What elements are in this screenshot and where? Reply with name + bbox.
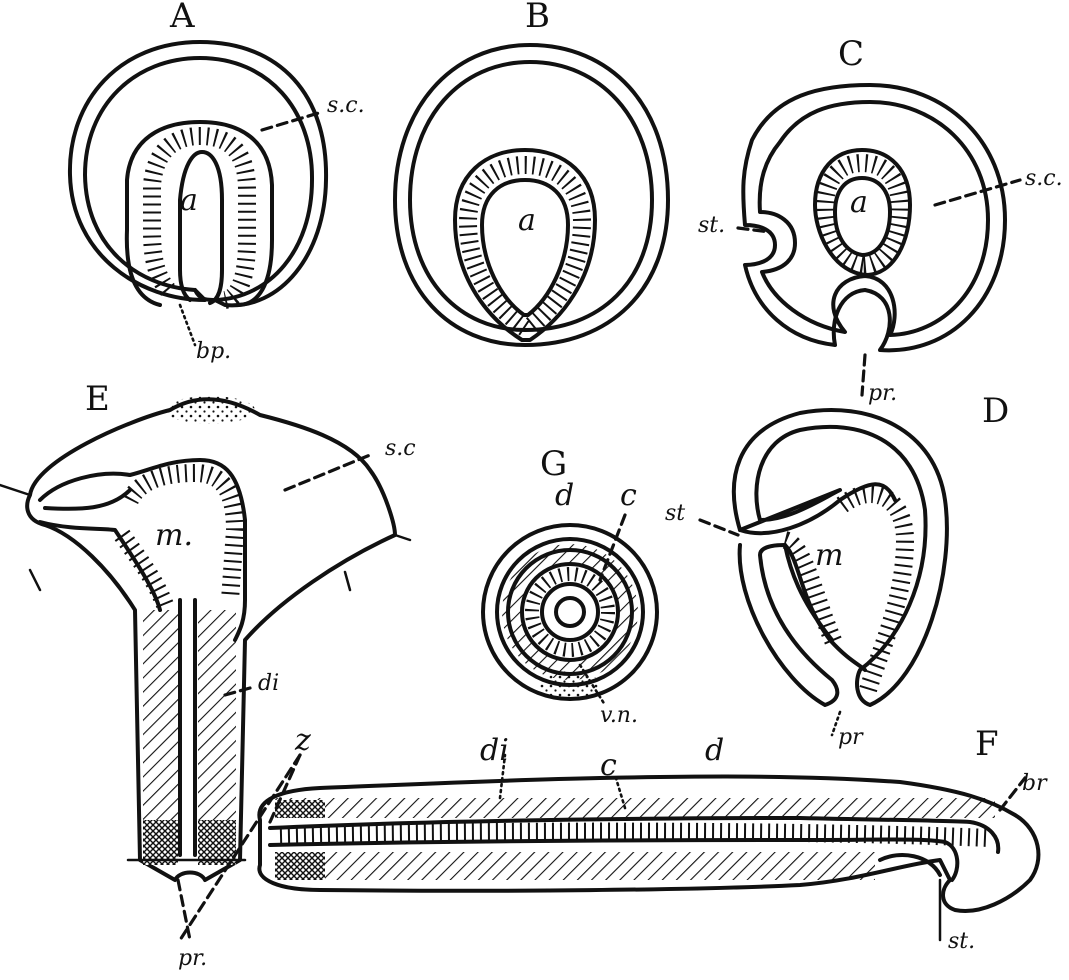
panel-c-letter: C (838, 34, 864, 74)
panel-f-letter: F (975, 724, 999, 764)
panel-d (698, 408, 949, 737)
panel-e-label-pr: pr. (178, 946, 207, 971)
panel-e-label-di: di (258, 671, 279, 696)
panel-e (0, 396, 412, 942)
panel-b-label-a: a (518, 203, 536, 238)
panel-e-label-sc: s.c (385, 436, 416, 461)
panel-a-letter: A (169, 0, 195, 36)
panel-c-label-a: a (850, 185, 868, 220)
panel-e-letter: E (85, 379, 110, 419)
panel-f-label-br: br (1022, 771, 1048, 796)
panel-f-label-d: d (705, 733, 724, 768)
panel-a-label-a: a (180, 183, 198, 218)
panel-a-label-sc: s.c. (327, 93, 365, 118)
panel-g-label-d: d (555, 478, 574, 513)
panel-d-label-st: st (665, 501, 685, 526)
panel-b-letter: B (525, 0, 550, 36)
panel-f (178, 753, 1041, 942)
panel-g-label-c: c (620, 478, 637, 513)
panel-d-letter: D (982, 391, 1009, 431)
panel-a (67, 40, 329, 347)
panel-g (481, 513, 659, 707)
panel-c-label-pr: pr. (868, 381, 897, 406)
panel-f-label-di: di (480, 733, 509, 768)
panel-d-label-pr: pr (838, 725, 864, 750)
panel-c-label-st: st. (698, 213, 725, 238)
panel-a-label-bp: bp. (196, 339, 231, 364)
panel-d-label-m: m (815, 538, 843, 573)
panel-c (736, 83, 1022, 397)
panel-b (393, 43, 670, 347)
panel-f-label-st: st. (948, 929, 975, 954)
panel-g-letter: G (540, 444, 567, 484)
panel-g-label-vn: v.n. (600, 703, 638, 728)
panel-c-label-sc: s.c. (1025, 166, 1063, 191)
panel-f-label-z: z (294, 723, 311, 758)
panel-e-label-m: m. (155, 518, 193, 553)
panel-f-label-c: c (600, 748, 617, 783)
